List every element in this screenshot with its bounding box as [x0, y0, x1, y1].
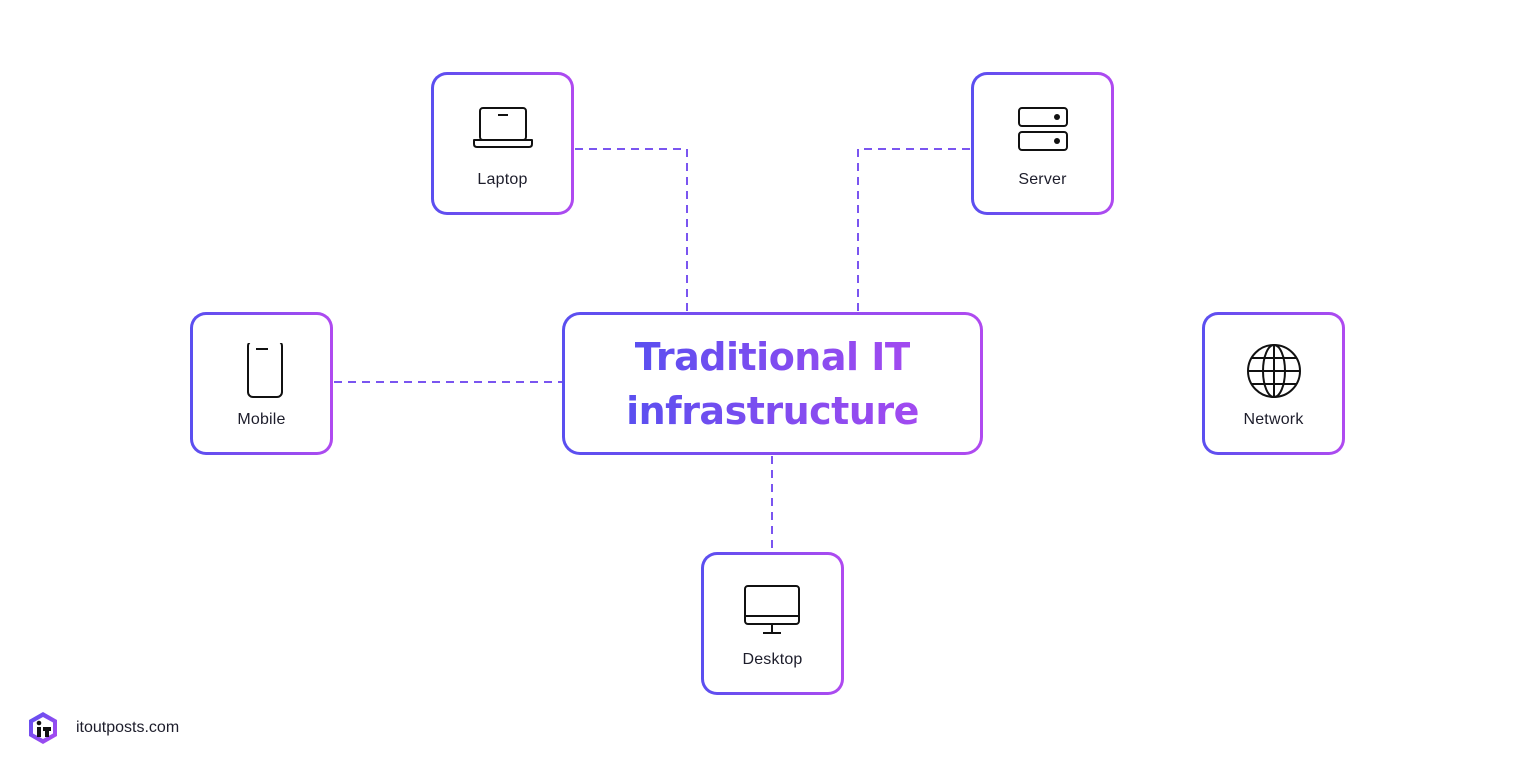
node-mobile: Mobile [190, 312, 333, 455]
laptop-icon [472, 106, 533, 148]
itoutposts-logo-icon [29, 712, 57, 744]
connector-laptop [575, 148, 688, 312]
footer-brand: itoutposts.com [27, 711, 179, 745]
node-network: Network [1202, 312, 1345, 455]
central-node: Traditional IT infrastructure [562, 312, 983, 455]
desktop-icon [743, 584, 800, 634]
server-icon [1017, 106, 1068, 151]
connector-server [857, 148, 970, 312]
node-label-network: Network [1243, 410, 1304, 428]
node-label-laptop: Laptop [477, 170, 528, 188]
footer-site-name: itoutposts.com [76, 719, 180, 736]
globe-icon [1246, 343, 1301, 398]
central-title-line-1: Traditional IT [635, 330, 911, 384]
node-label-server: Server [1018, 170, 1067, 188]
node-laptop: Laptop [431, 72, 574, 215]
mobile-icon [246, 342, 283, 398]
node-label-desktop: Desktop [742, 650, 803, 668]
node-label-mobile: Mobile [237, 410, 286, 428]
node-desktop: Desktop [701, 552, 844, 695]
node-server: Server [971, 72, 1114, 215]
central-title-line-2: infrastructure [626, 384, 919, 438]
